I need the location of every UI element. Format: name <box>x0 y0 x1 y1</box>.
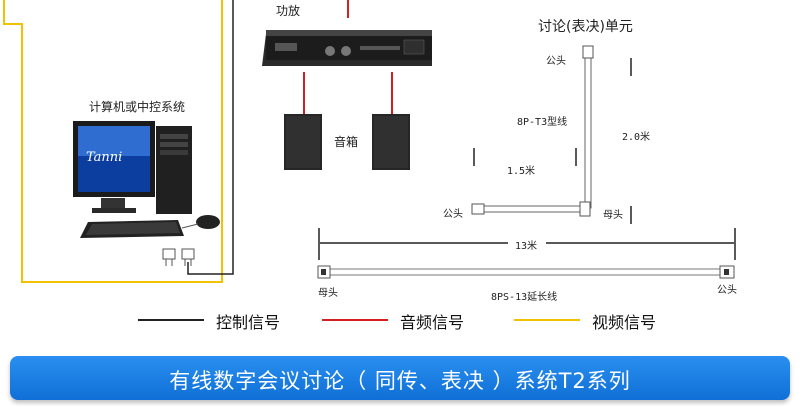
length-1-5m-label: 1.5米 <box>507 166 536 177</box>
dimension-13m <box>318 228 736 260</box>
male-connector-label-top: 公头 <box>546 56 566 67</box>
unit-title: 讨论(表决)单元 <box>538 19 633 35</box>
amplifier-device <box>262 30 432 66</box>
speaker-right <box>372 114 410 170</box>
female-connector-label-unit: 母头 <box>603 210 623 221</box>
male-connector-label-left: 公头 <box>443 209 463 220</box>
female-connector-label-ext: 母头 <box>318 288 338 299</box>
computer-workstation <box>73 121 220 266</box>
video-signal-line <box>3 0 223 283</box>
extension-cable-label: 8PS-13延长线 <box>491 292 558 303</box>
monitor-brand-label: Tanni <box>86 150 123 165</box>
legend-swatch-audio <box>322 319 388 321</box>
legend-swatch-video <box>514 319 580 321</box>
computer-label: 计算机或中控系统 <box>89 100 186 114</box>
banner-title: 有线数字会议讨论（ 同传、表决 ）系统T2系列 <box>169 369 631 393</box>
extension-cable <box>317 265 735 279</box>
legend-swatch-control <box>138 319 204 321</box>
dimension-1-5m <box>473 148 577 166</box>
legend-label-video: 视频信号 <box>592 313 657 332</box>
legend-label-audio: 音频信号 <box>400 313 465 332</box>
t3-cable-label: 8P-T3型线 <box>517 117 568 128</box>
speaker-left <box>284 114 322 170</box>
legend-label-control: 控制信号 <box>216 313 281 332</box>
speaker-label: 音箱 <box>334 135 359 149</box>
t3-cable <box>471 45 594 217</box>
length-2m-label: 2.0米 <box>622 132 651 143</box>
amplifier-label: 功放 <box>276 4 301 18</box>
male-connector-label-ext: 公头 <box>717 285 737 296</box>
title-banner: 有线数字会议讨论（ 同传、表决 ）系统T2系列 <box>10 356 790 400</box>
length-13m-label: 13米 <box>515 241 538 252</box>
control-signal-line <box>187 0 234 275</box>
